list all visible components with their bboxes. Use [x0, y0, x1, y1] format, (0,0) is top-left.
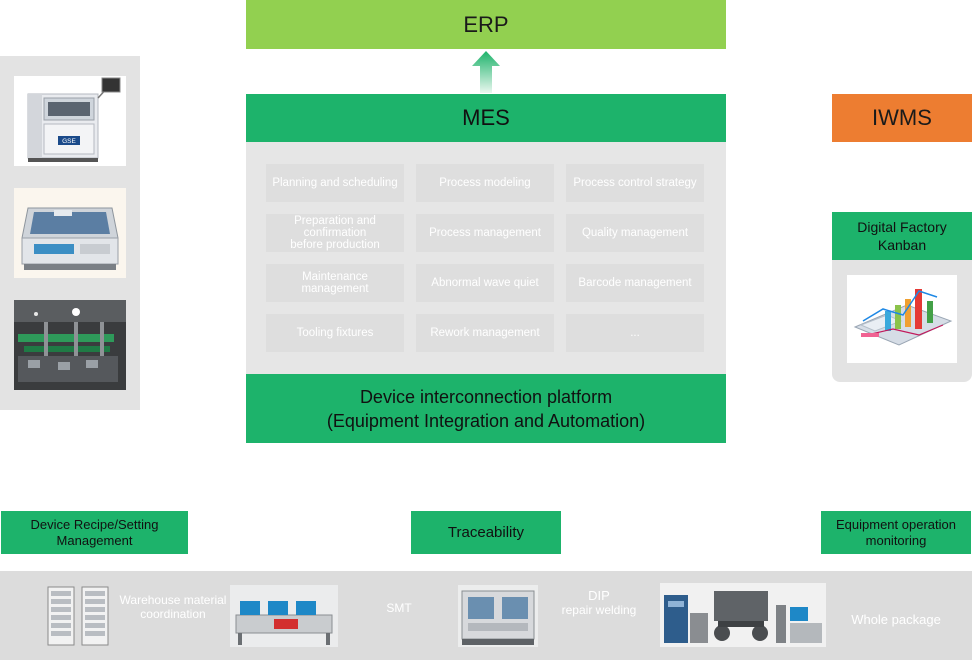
equipment-monitoring-box: Equipment operation monitoring	[821, 511, 971, 554]
iwms-box: IWMS	[832, 94, 972, 142]
equip-line1: Equipment operation	[836, 516, 956, 532]
gse-logo: GSE	[62, 138, 76, 145]
dip-machine-icon	[458, 585, 538, 647]
platform-line1: Device interconnection platform	[359, 386, 613, 407]
equip-line2: monitoring	[865, 532, 927, 548]
inspection-machine-image	[14, 188, 126, 278]
kanban-title: Digital Factory Kanban	[832, 212, 972, 260]
erp-label: ERP	[463, 11, 509, 37]
module-rework: Rework management	[416, 314, 554, 352]
module-quality-management: Quality management	[566, 214, 704, 252]
module-tooling: Tooling fixtures	[266, 314, 404, 352]
mes-modules-panel: Planning and scheduling Process modeling…	[246, 142, 726, 374]
module-maintenance: Maintenance management	[266, 264, 404, 302]
dip-label: DIP repair welding	[556, 588, 642, 618]
stencil-printer-image: GSE	[14, 76, 126, 166]
kanban-line1: Digital Factory	[857, 219, 947, 235]
traceability-label: Traceability	[447, 524, 525, 541]
equipment-photos-panel: GSE	[0, 56, 140, 410]
dip-line1: DIP	[588, 588, 610, 603]
device-recipe-box: Device Recipe/Setting Management	[1, 511, 188, 554]
storage-rack-icon	[47, 586, 109, 646]
kanban-line2: Kanban	[877, 237, 927, 253]
recipe-line1: Device Recipe/Setting	[30, 516, 159, 532]
module-planning: Planning and scheduling	[266, 164, 404, 202]
whole-package-equipment-icon	[660, 583, 826, 647]
production-line-image	[14, 300, 126, 390]
module-more: ...	[566, 314, 704, 352]
warehouse-line1: Warehouse material	[119, 593, 227, 607]
mes-header: MES	[246, 94, 726, 142]
equipment-strip: Warehouse material coordination SMT DIP …	[0, 571, 972, 660]
up-arrow-icon	[472, 51, 500, 93]
module-abnormal: Abnormal wave quiet	[416, 264, 554, 302]
module-preparation: Preparation and confirmation before prod…	[266, 214, 404, 252]
recipe-line2: Management	[56, 532, 133, 548]
smt-label: SMT	[386, 601, 412, 615]
dip-line2: repair welding	[561, 603, 637, 617]
platform-line2: (Equipment Integration and Automation)	[326, 410, 646, 431]
module-barcode: Barcode management	[566, 264, 704, 302]
warehouse-label: Warehouse material coordination	[114, 593, 232, 621]
smt-line-icon	[230, 585, 338, 647]
iwms-label: IWMS	[872, 105, 932, 130]
module-process-modeling: Process modeling	[416, 164, 554, 202]
whole-package-label: Whole package	[851, 612, 941, 627]
device-interconnection-platform: Device interconnection platform (Equipme…	[246, 374, 726, 443]
traceability-box: Traceability	[411, 511, 561, 554]
erp-box: ERP	[246, 0, 726, 49]
warehouse-line2: coordination	[140, 607, 206, 621]
module-process-management: Process management	[416, 214, 554, 252]
kanban-chart-icon	[847, 275, 957, 363]
module-process-control: Process control strategy	[566, 164, 704, 202]
mes-label: MES	[462, 105, 510, 130]
